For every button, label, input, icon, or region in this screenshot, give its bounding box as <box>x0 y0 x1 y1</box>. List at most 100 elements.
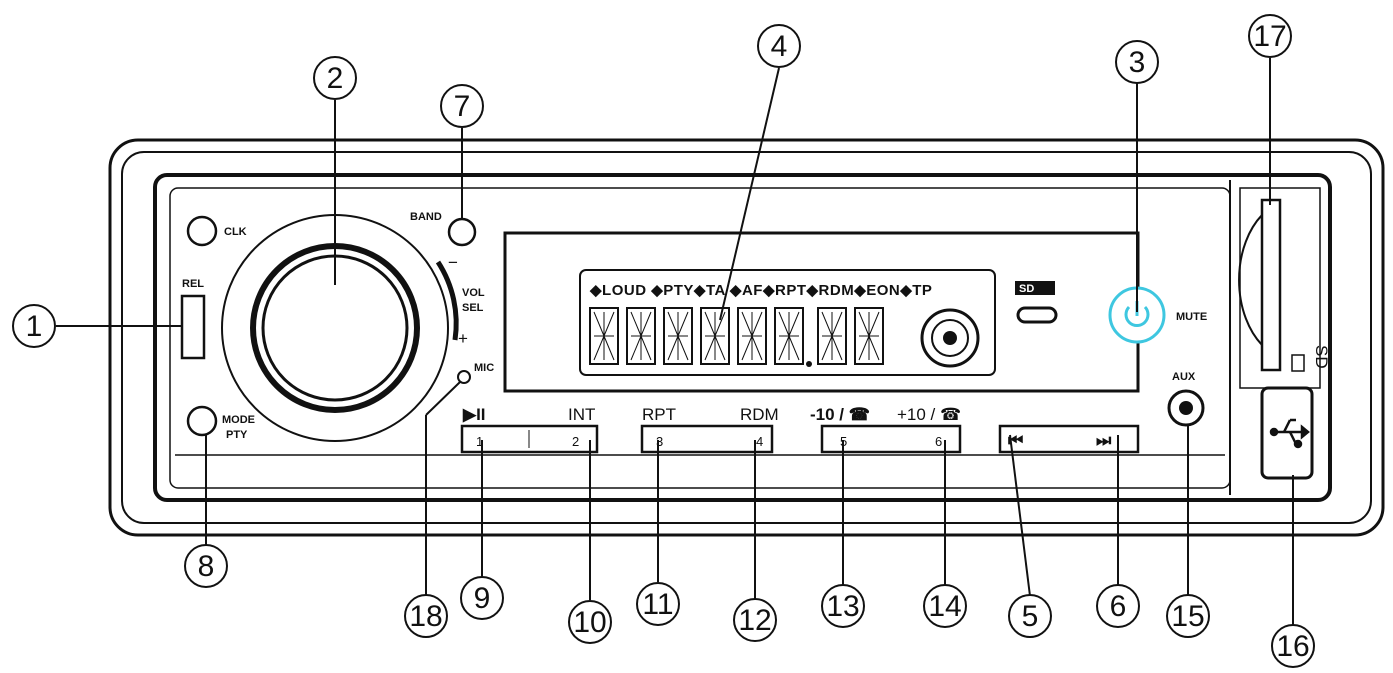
leader-5 <box>1009 434 1031 597</box>
preset-button-1-2[interactable] <box>460 424 599 454</box>
aux-jack-hole <box>1179 401 1193 415</box>
lcd-digit-segments-1 <box>593 311 615 361</box>
callout-number-8: 8 <box>198 550 215 583</box>
preset-num-3: 3 <box>656 434 663 449</box>
lcd-disc-inner <box>931 319 969 357</box>
lcd-digit-6 <box>774 307 804 365</box>
clk-button[interactable] <box>186 215 218 247</box>
leader-lines <box>56 58 1294 626</box>
callout-number-10: 10 <box>573 606 606 639</box>
mute-label: MUTE <box>1176 311 1207 323</box>
lcd-digit-3 <box>663 307 693 365</box>
callout-number-3: 3 <box>1129 46 1146 79</box>
sd-slot-recess <box>1238 214 1263 346</box>
usb-port[interactable] <box>1260 386 1314 480</box>
vol-minus-label: − <box>448 253 458 272</box>
callout-circle-14 <box>923 584 967 628</box>
lcd-digit-8 <box>854 307 884 365</box>
volume-arc-indicator <box>435 260 459 341</box>
callout-number-17: 17 <box>1253 20 1286 53</box>
lcd-digit-5 <box>737 307 767 365</box>
callout-circle-17 <box>1248 14 1292 58</box>
callout-number-16: 16 <box>1276 630 1309 663</box>
release-button[interactable] <box>180 294 206 360</box>
callout-number-4: 4 <box>771 30 788 63</box>
play-pause-label: ▶II <box>462 405 486 424</box>
faceplate <box>153 173 1332 502</box>
callout-number-6: 6 <box>1110 590 1127 623</box>
band-label: BAND <box>410 211 442 223</box>
aux-label: AUX <box>1172 371 1196 383</box>
pty-label: PTY <box>226 429 248 441</box>
lcd-digit-2 <box>626 307 656 365</box>
preset-button-5-6[interactable] <box>820 424 962 454</box>
callout-circle-3 <box>1115 40 1159 84</box>
callout-circle-1 <box>12 304 56 348</box>
callout-number-18: 18 <box>409 600 442 633</box>
lcd-indicators: ◆LOUD ◆PTY◆TA ◆AF◆RPT◆RDM◆EON◆TP <box>589 282 932 299</box>
inner-casing <box>121 151 1372 524</box>
callout-number-2: 2 <box>327 62 344 95</box>
callout-circle-9 <box>460 576 504 620</box>
preset-button-3-4[interactable] <box>640 424 774 454</box>
callout-circle-2 <box>313 56 357 100</box>
vol-label: VOL <box>462 287 485 299</box>
plus10-label: +10 / ☎ <box>897 405 961 424</box>
lcd-usb-icon <box>1016 306 1058 324</box>
lcd-decimal-dot <box>806 361 812 367</box>
leader-18b <box>425 381 461 416</box>
sd-card-icon <box>1291 354 1305 372</box>
mode-pty-button[interactable] <box>186 405 218 437</box>
band-button[interactable] <box>447 217 477 247</box>
usb-icon <box>1269 418 1310 449</box>
lcd-digit-segments-7 <box>821 311 843 361</box>
callout-circle-5 <box>1008 594 1052 638</box>
lcd-digit-segments-4 <box>704 311 726 361</box>
clk-label: CLK <box>224 226 247 238</box>
lcd-digit-segments-3 <box>667 311 689 361</box>
rpt-label: RPT <box>642 405 676 424</box>
sd-label: SD <box>1312 345 1331 369</box>
lcd-digit-group <box>589 307 884 367</box>
lcd-digit-7 <box>817 307 847 365</box>
callout-number-7: 7 <box>454 90 471 123</box>
callout-circle-18 <box>404 594 448 638</box>
callout-number-11: 11 <box>642 588 673 621</box>
lcd-digit-segments-8 <box>858 311 880 361</box>
lcd-sd-icon <box>1015 281 1055 295</box>
callout-circle-16 <box>1271 624 1315 668</box>
callout-number-14: 14 <box>928 590 961 623</box>
preset-num-4: 4 <box>756 434 763 449</box>
lcd-panel <box>579 269 996 376</box>
mic-label: MIC <box>474 362 494 374</box>
callout-circle-12 <box>733 598 777 642</box>
lcd-digit-segments-5 <box>741 311 763 361</box>
callout-number-9: 9 <box>474 582 491 615</box>
callout-circle-4 <box>757 24 801 68</box>
vol-plus-label: + <box>458 329 468 348</box>
mode-label: MODE <box>222 414 255 426</box>
rdm-label: RDM <box>740 405 779 424</box>
callout-circle-13 <box>821 584 865 628</box>
callout-number-12: 12 <box>738 604 771 637</box>
callout-circle-7 <box>440 84 484 128</box>
leader-4 <box>719 67 780 321</box>
callout-circle-8 <box>184 544 228 588</box>
preset-num-1: 1 <box>476 434 483 449</box>
mic-hole <box>457 370 471 384</box>
minus10-label: -10 / ☎ <box>810 405 870 424</box>
sel-label: SEL <box>462 302 484 314</box>
lcd-digit-1 <box>589 307 619 365</box>
aux-jack[interactable] <box>1167 389 1205 427</box>
callout-circle-6 <box>1096 584 1140 628</box>
callout-circle-10 <box>568 600 612 644</box>
next-icon: ⏭ <box>1096 431 1112 450</box>
lcd-digit-segments-6 <box>778 311 800 361</box>
sd-slot[interactable] <box>1260 198 1282 372</box>
outer-casing <box>108 138 1385 537</box>
seek-button[interactable] <box>998 424 1140 454</box>
callout-circle-15 <box>1166 594 1210 638</box>
lcd-digit-segments-2 <box>630 311 652 361</box>
